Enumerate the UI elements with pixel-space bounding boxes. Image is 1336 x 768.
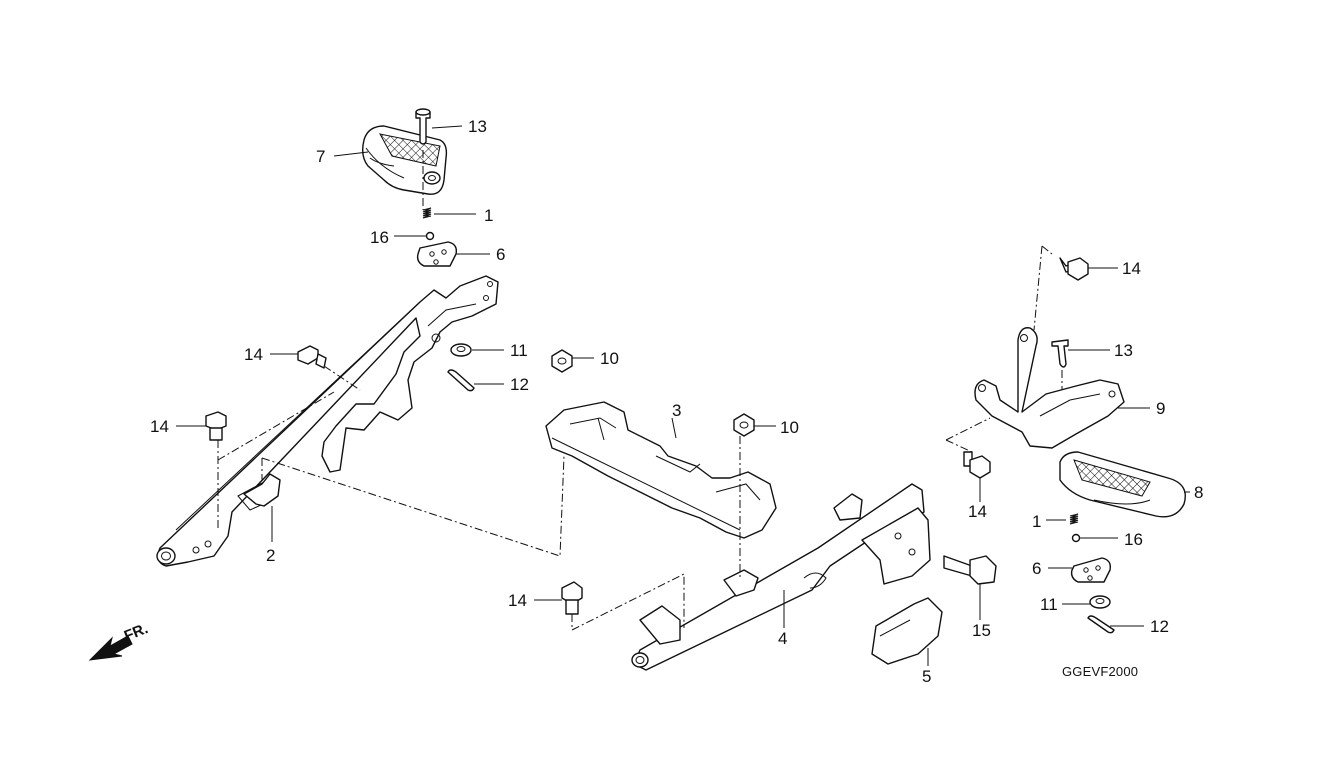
bolt-14-b bbox=[205, 411, 227, 441]
cotter-pin-12-right bbox=[1087, 615, 1115, 634]
spring-1-right bbox=[1069, 513, 1079, 525]
callout-3: 3 bbox=[672, 401, 682, 420]
callout-16-right: 16 bbox=[1124, 530, 1143, 549]
pin-13-right bbox=[1051, 339, 1069, 368]
callout-15: 15 bbox=[972, 621, 991, 640]
callout-9: 9 bbox=[1156, 399, 1166, 418]
callout-13-right: 13 bbox=[1114, 341, 1133, 360]
cover-5 bbox=[871, 597, 943, 665]
leader-lines bbox=[176, 125, 1190, 666]
plate-6-left bbox=[416, 241, 458, 267]
callout-14-b: 14 bbox=[150, 417, 169, 436]
callout-10-a: 10 bbox=[600, 349, 619, 368]
callout-10-b: 10 bbox=[780, 418, 799, 437]
callout-8: 8 bbox=[1194, 483, 1204, 502]
callout-6-left: 6 bbox=[496, 245, 506, 264]
cotter-pin-12-left bbox=[447, 369, 475, 392]
callout-11-left: 11 bbox=[510, 341, 528, 360]
o-ring-16-right bbox=[1071, 533, 1081, 543]
center-step-bracket-4 bbox=[631, 483, 931, 671]
bolt-14-d bbox=[1059, 257, 1089, 281]
callout-14-d: 14 bbox=[1122, 259, 1141, 278]
callout-1-left: 1 bbox=[484, 206, 494, 225]
washer-11-right bbox=[1089, 595, 1111, 609]
front-direction-arrow-icon bbox=[88, 635, 133, 661]
center-bracket-3 bbox=[545, 401, 777, 539]
left-step-bracket bbox=[156, 275, 499, 567]
right-step-bracket-9 bbox=[974, 327, 1125, 449]
callout-11-right: 11 bbox=[1040, 595, 1058, 614]
callout-14-a: 14 bbox=[244, 345, 263, 364]
callout-16-left: 16 bbox=[370, 228, 389, 247]
footrest-rubber-right bbox=[1059, 451, 1186, 518]
bolt-15 bbox=[943, 555, 997, 585]
pin-13-left bbox=[415, 108, 431, 145]
nut-10-b bbox=[733, 413, 755, 437]
callout-13-left: 13 bbox=[468, 117, 487, 136]
clamp-2 bbox=[243, 473, 281, 507]
bolt-14-e bbox=[963, 451, 991, 479]
callout-12-right: 12 bbox=[1150, 617, 1169, 636]
callout-7: 7 bbox=[316, 147, 326, 166]
washer-11-left bbox=[450, 343, 472, 357]
callout-1-right: 1 bbox=[1032, 512, 1042, 531]
callout-2: 2 bbox=[266, 546, 276, 565]
o-ring-16-left bbox=[425, 231, 435, 241]
nut-10-a bbox=[551, 349, 573, 373]
bolt-14-a bbox=[297, 345, 327, 369]
spring-1-left bbox=[422, 207, 432, 219]
bolt-14-c bbox=[561, 581, 583, 615]
callout-5: 5 bbox=[922, 667, 932, 686]
footrest-rubber-left bbox=[361, 125, 448, 195]
callout-12-left: 12 bbox=[510, 375, 529, 394]
callout-6-right: 6 bbox=[1032, 559, 1042, 578]
plate-6-right bbox=[1070, 557, 1112, 583]
alignment-lines bbox=[217, 150, 1063, 631]
callout-14-c: 14 bbox=[508, 591, 527, 610]
callout-14-e: 14 bbox=[968, 502, 987, 521]
diagram-code: GGEVF2000 bbox=[1062, 664, 1139, 679]
callout-4: 4 bbox=[778, 629, 788, 648]
